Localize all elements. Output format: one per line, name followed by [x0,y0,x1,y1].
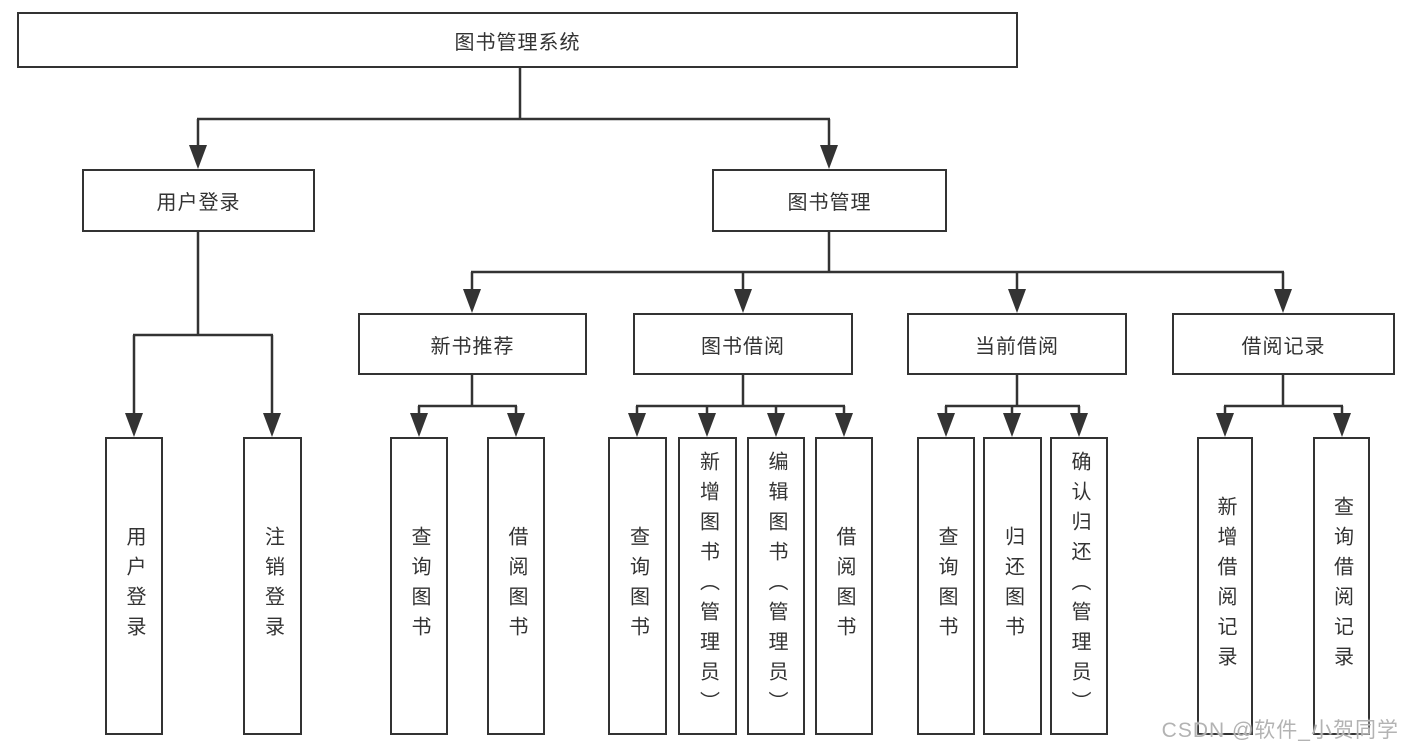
node-book-borrowing: 图书借阅 [633,313,853,375]
node-borrowing-records: 借阅记录 [1172,313,1395,375]
leaf-query-borrow-record: 查询借阅记录 [1313,437,1370,735]
node-current-borrowing: 当前借阅 [907,313,1127,375]
leaf-add-borrow-record: 新增借阅记录 [1197,437,1253,735]
node-root: 图书管理系统 [17,12,1018,68]
leaf-confirm-return-admin-label: 确认归还（管理员） [1068,451,1090,721]
arrowheads [125,145,1351,437]
leaf-return-books: 归还图书 [983,437,1042,735]
leaf-query-books-recommend: 查询图书 [390,437,448,735]
leaf-add-borrow-record-label: 新增借阅记录 [1214,496,1236,676]
leaf-add-books-admin: 新增图书（管理员） [678,437,737,735]
node-new-book-recommendation: 新书推荐 [358,313,587,375]
csdn-watermark: CSDN @软件_小贺同学 [1161,719,1399,742]
leaf-borrow-books-label: 借阅图书 [833,526,855,646]
leaf-add-books-admin-label: 新增图书（管理员） [696,451,719,721]
leaf-query-books-recommend-label: 查询图书 [408,526,430,646]
node-book-management: 图书管理 [712,169,947,232]
leaf-borrow-books: 借阅图书 [815,437,873,735]
leaf-borrow-books-recommend: 借阅图书 [487,437,545,735]
leaf-query-books-borrow: 查询图书 [608,437,667,735]
leaf-query-books-borrow-label: 查询图书 [626,526,649,646]
leaf-borrow-books-recommend-label: 借阅图书 [505,526,527,646]
leaf-query-borrow-record-label: 查询借阅记录 [1330,496,1353,676]
node-user-login: 用户登录 [82,169,315,232]
leaf-query-books-current: 查询图书 [917,437,975,735]
leaf-logout-label: 注销登录 [261,526,284,646]
leaf-user-login-label: 用户登录 [123,526,145,646]
leaf-return-books-label: 归还图书 [1001,526,1024,646]
leaf-logout: 注销登录 [243,437,302,735]
leaf-edit-books-admin-label: 编辑图书（管理员） [765,451,787,721]
leaf-edit-books-admin: 编辑图书（管理员） [747,437,805,735]
leaf-confirm-return-admin: 确认归还（管理员） [1050,437,1108,735]
leaf-user-login: 用户登录 [105,437,163,735]
leaf-query-books-current-label: 查询图书 [935,526,957,646]
